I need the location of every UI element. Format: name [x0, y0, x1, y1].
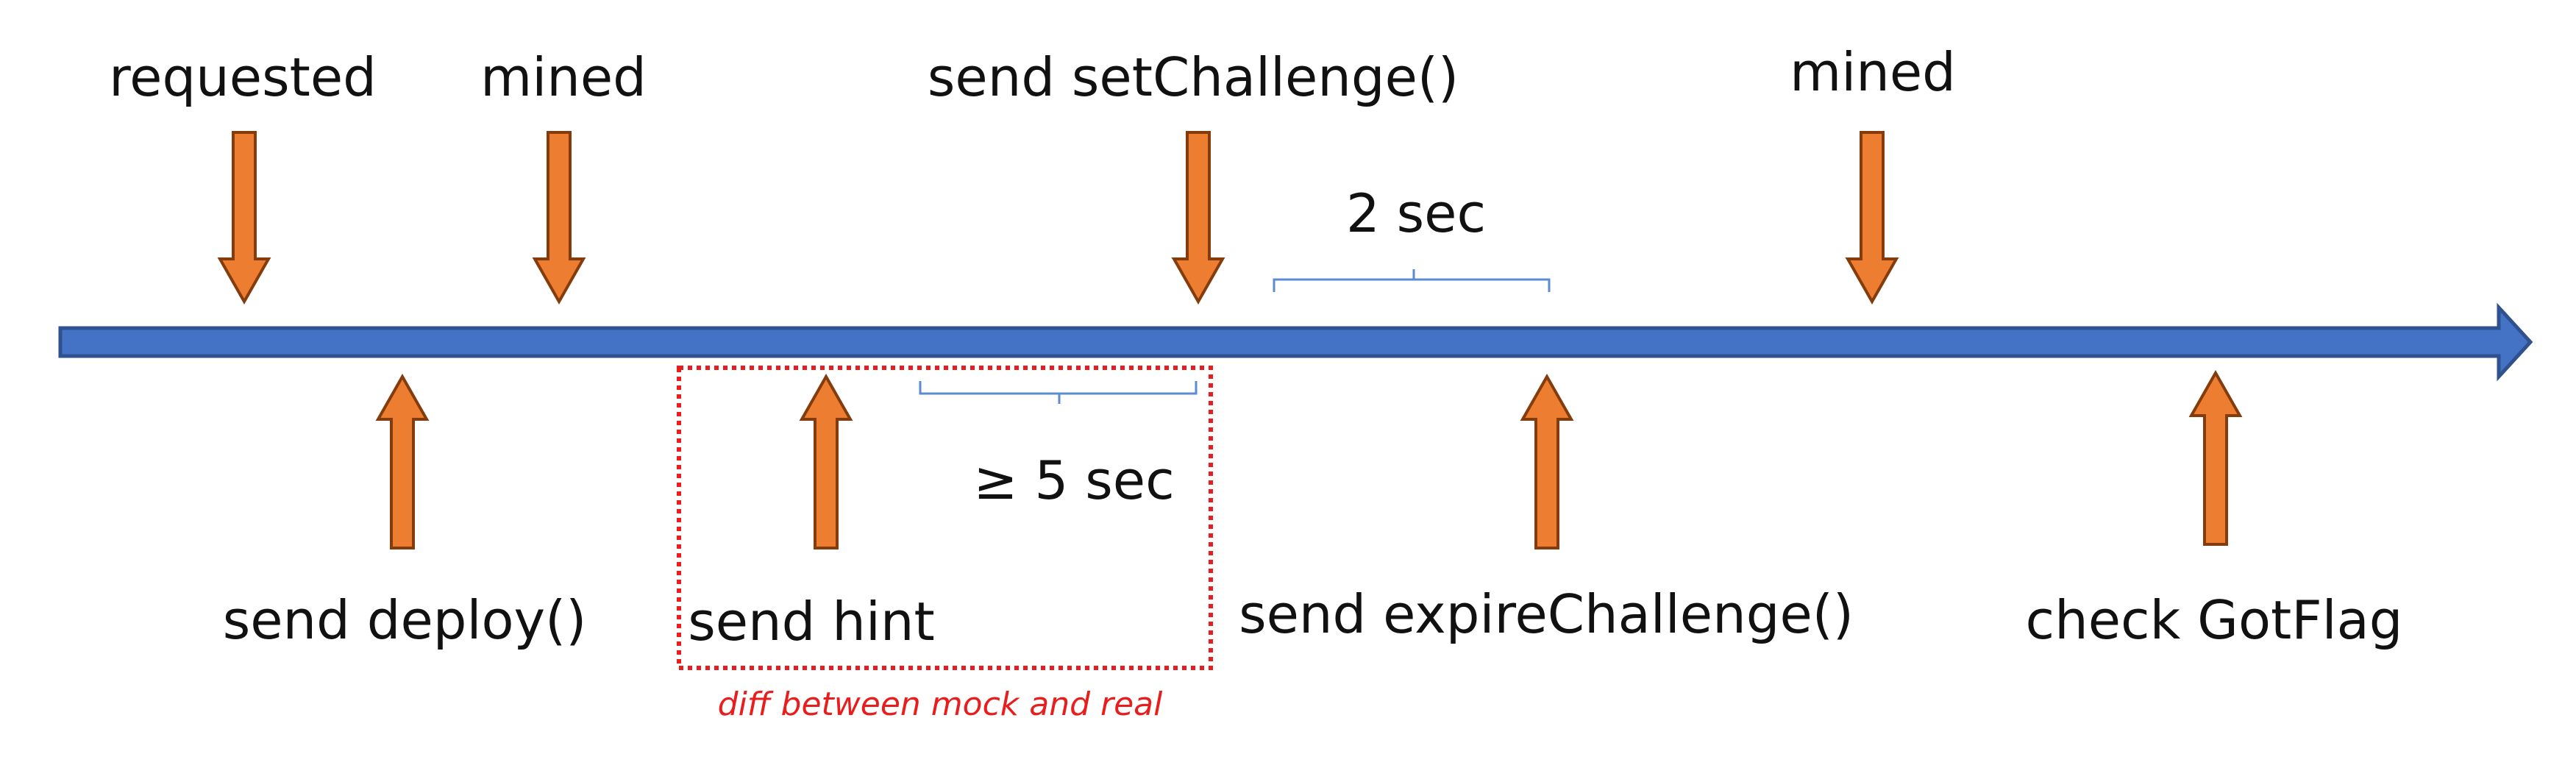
event-top-mined-arrow: [532, 131, 586, 305]
event-top-mined-2-arrow: [1845, 131, 1899, 305]
event-bottom-hint-arrow: [799, 373, 853, 549]
interval-label-5sec: ≥ 5 sec: [973, 449, 1174, 511]
mock-real-diff-note: diff between mock and real: [718, 686, 1163, 723]
event-top-setchallenge-arrow: [1171, 131, 1225, 305]
interval-label-2sec: 2 sec: [1346, 182, 1486, 244]
event-bottom-expirechallenge-arrow: [1520, 373, 1574, 549]
timeline-arrow: [58, 302, 2533, 382]
mock-real-diff-box: [677, 366, 1213, 670]
event-bottom-gotflag-arrow: [2188, 369, 2243, 546]
interval-brace-2sec: [1273, 269, 1551, 292]
event-top-mined-2-label: mined: [1790, 41, 1956, 103]
event-top-mined-label: mined: [480, 46, 647, 108]
event-top-setchallenge-label: send setChallenge(): [928, 46, 1459, 108]
event-top-requested-arrow: [217, 131, 271, 305]
event-bottom-gotflag-label: check GotFlag: [2026, 589, 2403, 651]
interval-brace-5sec: [919, 381, 1198, 404]
event-bottom-expirechallenge-label: send expireChallenge(): [1239, 583, 1854, 645]
event-top-requested-label: requested: [109, 46, 377, 108]
event-bottom-hint-label: send hint: [688, 591, 935, 652]
event-bottom-deploy-arrow: [375, 373, 430, 549]
event-bottom-deploy-label: send deploy(): [223, 589, 587, 651]
